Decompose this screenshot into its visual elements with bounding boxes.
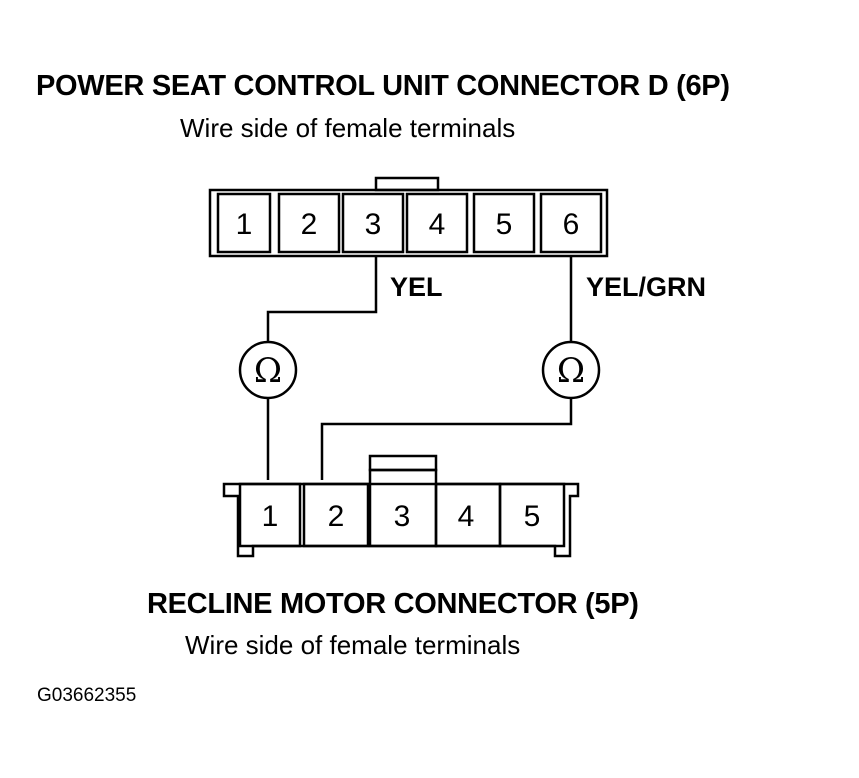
top-connector <box>208 176 609 258</box>
wire-label-yel: YEL <box>390 272 443 302</box>
top-pin-cell <box>405 192 469 254</box>
top-pin-label: 1 <box>236 208 253 241</box>
bottom-pin-label: 1 <box>262 500 279 533</box>
top-connector-title: POWER SEAT CONTROL UNIT CONNECTOR D (6P) <box>36 70 730 102</box>
top-pin-cell <box>277 192 341 254</box>
top-pin-cell <box>539 192 603 254</box>
top-pin-label: 3 <box>365 208 382 241</box>
bottom-connector-title: RECLINE MOTOR CONNECTOR (5P) <box>147 588 639 620</box>
top-pin-label: 5 <box>496 208 513 241</box>
yelgrn-wire-lower <box>320 398 573 480</box>
top-pin-cell <box>341 192 405 254</box>
bottom-pin-label: 4 <box>458 500 475 533</box>
ohm-symbol: Ω <box>254 351 282 391</box>
top-pin-cell <box>472 192 536 254</box>
bottom-pin-label: 2 <box>328 500 345 533</box>
ohm-symbol: Ω <box>557 351 585 391</box>
ohmmeter-icon: Ω <box>541 340 601 400</box>
bottom-pin-cell <box>302 482 370 548</box>
top-connector-body <box>208 188 609 258</box>
bottom-pin-cell <box>238 482 302 548</box>
wire-label-yelgrn: YEL/GRN <box>586 272 706 302</box>
wires <box>266 256 573 480</box>
yel-wire-upper <box>266 256 378 342</box>
bottom-connector-lock-tab <box>368 454 438 472</box>
top-pin-label: 4 <box>429 208 446 241</box>
bottom-pin-label: 3 <box>394 500 411 533</box>
top-pin-label: 6 <box>563 208 580 241</box>
top-connector-subtitle: Wire side of female terminals <box>180 113 516 143</box>
bottom-pin-labels: 1 2 3 4 5 <box>262 500 541 533</box>
top-connector-lock-tab <box>374 176 440 192</box>
top-pin-cell <box>216 192 272 254</box>
ohmmeter-icon: Ω <box>238 340 298 400</box>
bottom-pin-cell <box>498 482 566 548</box>
top-pin-labels: 1 2 3 4 5 6 <box>236 208 580 241</box>
bottom-connector <box>222 454 580 558</box>
bottom-pin-label: 5 <box>524 500 541 533</box>
top-pin-label: 2 <box>301 208 318 241</box>
bottom-connector-subtitle: Wire side of female terminals <box>185 630 521 660</box>
figure-code: G03662355 <box>37 685 137 706</box>
